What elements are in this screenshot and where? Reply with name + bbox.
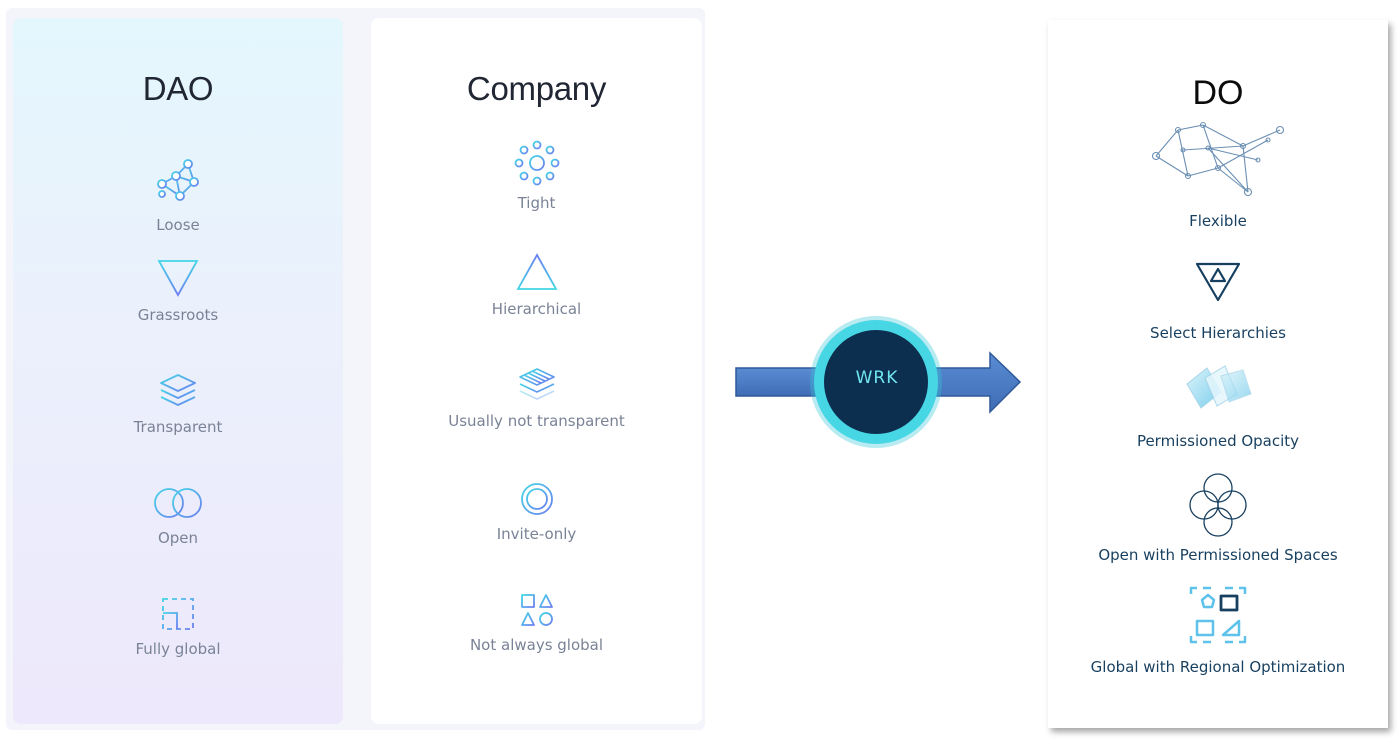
do-item-permissioned-opacity: Permissioned Opacity xyxy=(1048,364,1388,450)
do-item-flexible: Flexible xyxy=(1048,120,1388,230)
ring-icon xyxy=(520,483,553,515)
layers-icon xyxy=(160,374,196,406)
dao-card: DAO Loose Grassroots xyxy=(13,18,343,724)
dao-item-grassroots: Grassroots xyxy=(13,258,343,324)
circle-cluster-icon xyxy=(514,140,559,186)
inverted-pyramid-icon xyxy=(157,260,199,297)
company-label-usually-not-transparent: Usually not transparent xyxy=(448,412,625,430)
company-label-hierarchical: Hierarchical xyxy=(491,300,582,318)
company-label-tight: Tight xyxy=(517,194,556,212)
do-card: DO Flexible Select Hierarchies xyxy=(1048,20,1388,728)
dao-label-fully-global: Fully global xyxy=(135,640,221,658)
network-icon xyxy=(157,159,199,201)
dao-title: DAO xyxy=(142,70,214,107)
do-label-select-hierarchies: Select Hierarchies xyxy=(1150,324,1286,342)
framed-shapes-icon xyxy=(1189,586,1247,644)
dao-item-fully-global: Fully global xyxy=(13,596,343,658)
company-item-usually-not-transparent: Usually not transparent xyxy=(371,366,702,430)
shapes-icon xyxy=(520,594,553,626)
dao-label-open: Open xyxy=(157,529,199,547)
do-item-select-hierarchies: Select Hierarchies xyxy=(1048,260,1388,342)
company-label-not-always-global: Not always global xyxy=(469,636,604,654)
arrow-head-right xyxy=(934,351,1022,414)
dao-item-transparent: Transparent xyxy=(13,372,343,436)
company-title: Company xyxy=(466,70,607,107)
wrk-label: WRK xyxy=(855,368,899,388)
overlapping-circles-icon xyxy=(154,488,202,518)
dao-item-open: Open xyxy=(13,485,343,547)
venn-circles-icon xyxy=(1189,473,1247,537)
do-item-global-with-regional-optimization: Global with Regional Optimization xyxy=(1048,586,1388,676)
do-title: DO xyxy=(1192,74,1244,112)
striped-layers-icon xyxy=(518,368,555,400)
pyramid-icon xyxy=(515,253,558,290)
company-card: Company Tight Hierarchical xyxy=(371,18,702,724)
do-label-flexible: Flexible xyxy=(1189,212,1247,230)
glass-panels-icon xyxy=(1186,365,1252,409)
flexible-network-icon xyxy=(1151,121,1285,197)
company-item-invite-only: Invite-only xyxy=(371,481,702,543)
do-label-global-with-regional-optimization: Global with Regional Optimization xyxy=(1090,658,1346,676)
company-item-hierarchical: Hierarchical xyxy=(371,252,702,318)
dao-item-loose: Loose xyxy=(13,156,343,234)
dashed-squares-icon xyxy=(162,598,194,630)
do-label-open-with-permissioned-spaces: Open with Permissioned Spaces xyxy=(1098,546,1338,564)
dao-label-loose: Loose xyxy=(156,216,200,234)
company-item-not-always-global: Not always global xyxy=(371,592,702,654)
company-label-invite-only: Invite-only xyxy=(496,525,577,543)
dao-label-grassroots: Grassroots xyxy=(137,306,219,324)
do-item-open-with-permissioned-spaces: Open with Permissioned Spaces xyxy=(1048,472,1388,564)
dao-label-transparent: Transparent xyxy=(133,418,223,436)
triangle-in-triangle-icon xyxy=(1195,262,1241,302)
wrk-badge xyxy=(810,316,942,448)
do-label-permissioned-opacity: Permissioned Opacity xyxy=(1136,432,1300,450)
company-item-tight: Tight xyxy=(371,140,702,212)
transition-arrow xyxy=(735,316,1022,448)
